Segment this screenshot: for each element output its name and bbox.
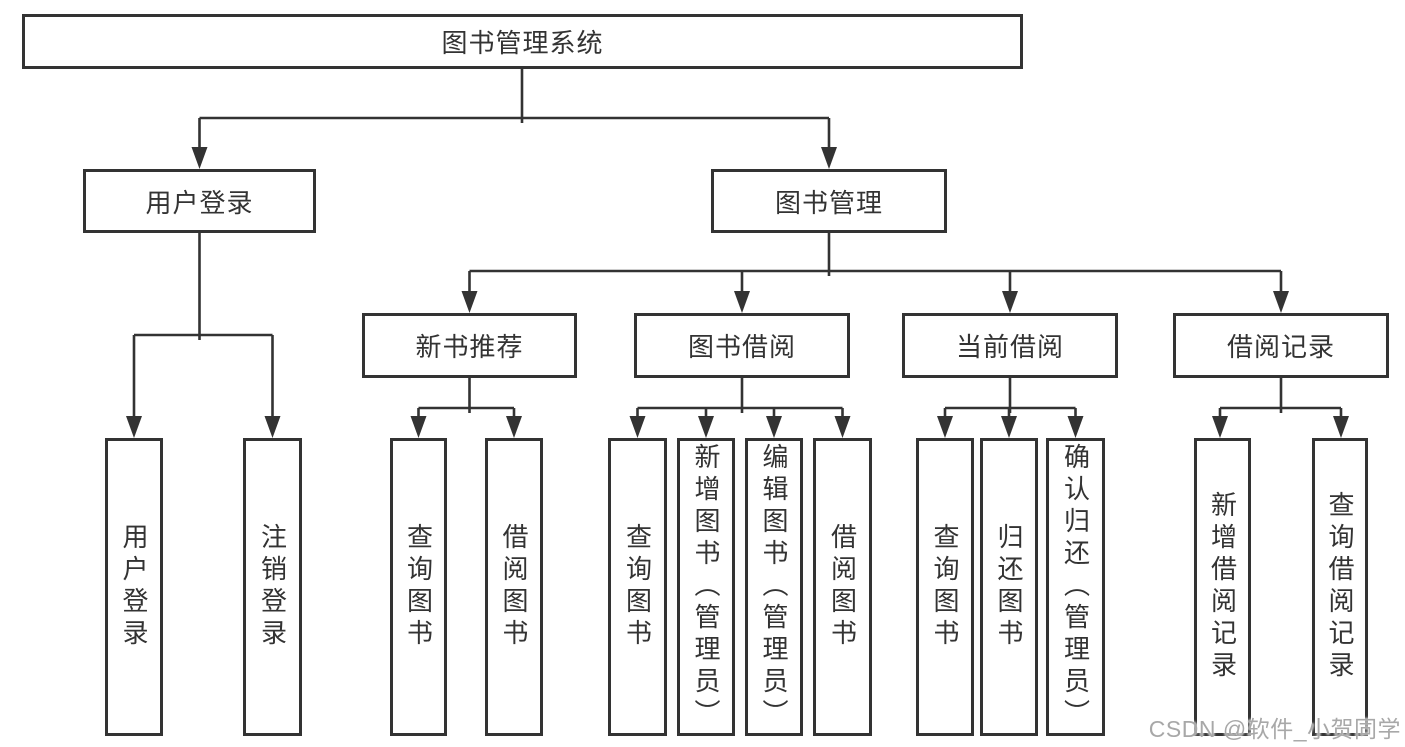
arrowhead-down — [1002, 291, 1018, 313]
connector-line — [468, 233, 1283, 297]
node-book-management: 图书管理 — [711, 169, 947, 233]
leaf-add-book-admin: 新增图书（管理员） — [677, 438, 735, 736]
connector-line — [636, 378, 844, 422]
leaf-query-books-recommend: 查询图书 — [390, 438, 447, 736]
arrowhead-down — [629, 416, 646, 438]
connector-line — [132, 233, 274, 422]
leaf-edit-book-admin: 编辑图书（管理员） — [745, 438, 803, 736]
node-label: 新书推荐 — [415, 332, 524, 362]
node-label: 查询图书 — [403, 523, 434, 651]
node-label: 借阅图书 — [827, 523, 858, 651]
node-label: 编辑图书（管理员） — [759, 443, 789, 731]
connector-group — [410, 378, 522, 438]
node-book-borrowing: 图书借阅 — [634, 313, 850, 378]
connector-group — [629, 378, 851, 438]
leaf-borrow-books-borrowing: 借阅图书 — [813, 438, 872, 736]
arrowhead-down — [698, 416, 714, 438]
node-label: 用户登录 — [145, 187, 254, 218]
arrowhead-down — [461, 291, 478, 313]
arrowhead-down — [766, 416, 782, 438]
connector-group — [126, 233, 281, 438]
arrowhead-down — [734, 291, 750, 313]
leaf-add-borrow-record: 新增借阅记录 — [1194, 438, 1251, 736]
node-label: 归还图书 — [994, 523, 1024, 651]
node-user-login: 用户登录 — [83, 169, 316, 233]
leaf-logout: 注销登录 — [243, 438, 302, 736]
node-label: 新增借阅记录 — [1207, 491, 1238, 683]
connector-line — [198, 69, 831, 153]
arrowhead-down — [1067, 416, 1084, 438]
node-label: 注销登录 — [257, 523, 288, 651]
leaf-query-borrow-record: 查询借阅记录 — [1312, 438, 1368, 736]
arrowhead-down — [1273, 291, 1289, 313]
connector-group — [937, 378, 1084, 438]
connector-group — [461, 233, 1289, 313]
arrowhead-down — [264, 416, 281, 438]
leaf-borrow-books-recommend: 借阅图书 — [485, 438, 543, 736]
node-label: 借阅记录 — [1226, 332, 1335, 362]
arrowhead-down — [126, 416, 142, 438]
node-label: 查询图书 — [622, 523, 653, 651]
arrowhead-down — [1333, 416, 1349, 438]
node-borrowing-records: 借阅记录 — [1173, 313, 1389, 378]
leaf-user-login: 用户登录 — [105, 438, 163, 736]
node-label: 当前借阅 — [955, 332, 1064, 362]
arrowhead-down — [821, 147, 837, 169]
arrowhead-down — [1001, 416, 1017, 438]
node-label: 借阅图书 — [499, 523, 529, 651]
node-label: 用户登录 — [119, 523, 149, 651]
connector-line — [417, 378, 516, 422]
node-label: 图书借阅 — [687, 332, 796, 362]
node-label: 图书管理系统 — [441, 28, 604, 58]
connector-group — [1212, 378, 1349, 438]
arrowhead-down — [937, 416, 953, 438]
node-label: 图书管理 — [774, 187, 883, 218]
arrowhead-down — [506, 416, 522, 438]
node-label: 新增图书（管理员） — [691, 443, 721, 731]
leaf-query-books-borrowing: 查询图书 — [608, 438, 667, 736]
node-label: 确认归还（管理员） — [1060, 443, 1091, 731]
arrowhead-down — [191, 147, 208, 169]
connector-line — [943, 378, 1077, 422]
connector-line — [1218, 378, 1343, 422]
arrowhead-down — [1212, 416, 1228, 438]
connector-group — [191, 69, 837, 169]
leaf-return-books: 归还图书 — [980, 438, 1038, 736]
node-new-book-recommend: 新书推荐 — [362, 313, 577, 378]
leaf-query-books-current: 查询图书 — [916, 438, 974, 736]
arrowhead-down — [410, 416, 427, 438]
node-library-management-system: 图书管理系统 — [22, 14, 1023, 69]
node-current-borrowing: 当前借阅 — [902, 313, 1118, 378]
leaf-confirm-return-admin: 确认归还（管理员） — [1046, 438, 1105, 736]
node-label: 查询借阅记录 — [1325, 491, 1355, 683]
node-label: 查询图书 — [930, 523, 960, 651]
arrowhead-down — [834, 416, 851, 438]
csdn-watermark: CSDN @软件_小贺同学 — [1148, 716, 1401, 742]
